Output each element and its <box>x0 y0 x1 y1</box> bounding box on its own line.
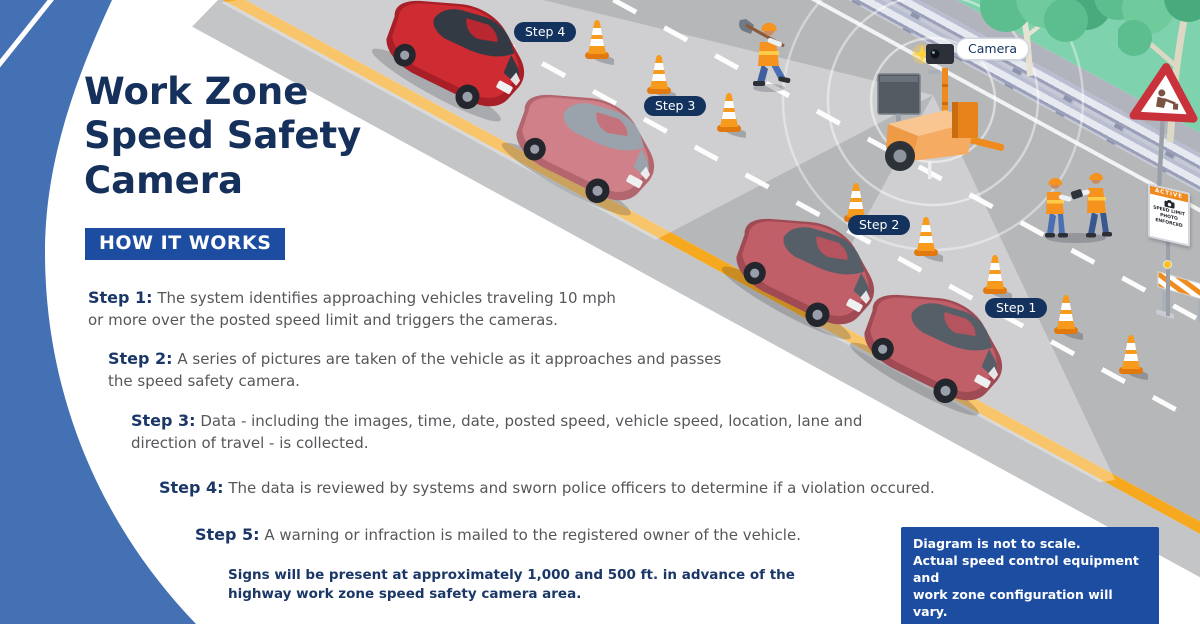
label-step-4: Step 4 <box>514 22 577 42</box>
label-step-3: Step 3 <box>644 96 707 116</box>
traffic-cone-icon <box>1114 332 1148 380</box>
barricade-icon <box>1156 271 1200 323</box>
page-title: Work Zone Speed Safety Camera <box>84 70 362 202</box>
label-step-2: Step 2 <box>848 215 911 235</box>
worker-shovel-icon <box>738 16 796 94</box>
traffic-cone-icon <box>712 90 746 138</box>
traffic-cone-icon <box>1049 292 1083 340</box>
step-5-text: Step 5: A warning or infraction is maile… <box>195 525 801 544</box>
sign-pole <box>1166 240 1170 316</box>
step-1-text: Step 1: The system identifies approachin… <box>88 288 616 329</box>
traffic-cone-icon <box>909 214 943 262</box>
label-camera: Camera <box>957 39 1029 59</box>
workers-pair-icon <box>1030 164 1122 244</box>
speed-camera-trailer-icon <box>877 44 1005 179</box>
traffic-cone-icon <box>978 252 1012 300</box>
photo-enforced-sign: ACTIVE SPEED LIMIT PHOTO ENFORCED <box>1146 183 1200 328</box>
signage-note: Signs will be present at approximately 1… <box>228 567 795 602</box>
disclaimer-box: Diagram is not to scale. Actual speed co… <box>901 527 1159 624</box>
step-3-text: Step 3: Data - including the images, tim… <box>131 411 863 452</box>
step-2-text: Step 2: A series of pictures are taken o… <box>108 349 722 390</box>
traffic-cone-icon <box>580 17 614 65</box>
label-step-1: Step 1 <box>985 298 1048 318</box>
how-it-works-badge: HOW IT WORKS <box>85 228 286 260</box>
tree-icon <box>1118 0 1200 143</box>
camera-glyph-icon <box>1164 199 1174 209</box>
step-4-text: Step 4: The data is reviewed by systems … <box>159 478 935 497</box>
beacon-light-icon <box>1163 260 1172 269</box>
sign-panel: ACTIVE SPEED LIMIT PHOTO ENFORCED <box>1148 183 1190 247</box>
traffic-cone-icon <box>642 52 676 100</box>
